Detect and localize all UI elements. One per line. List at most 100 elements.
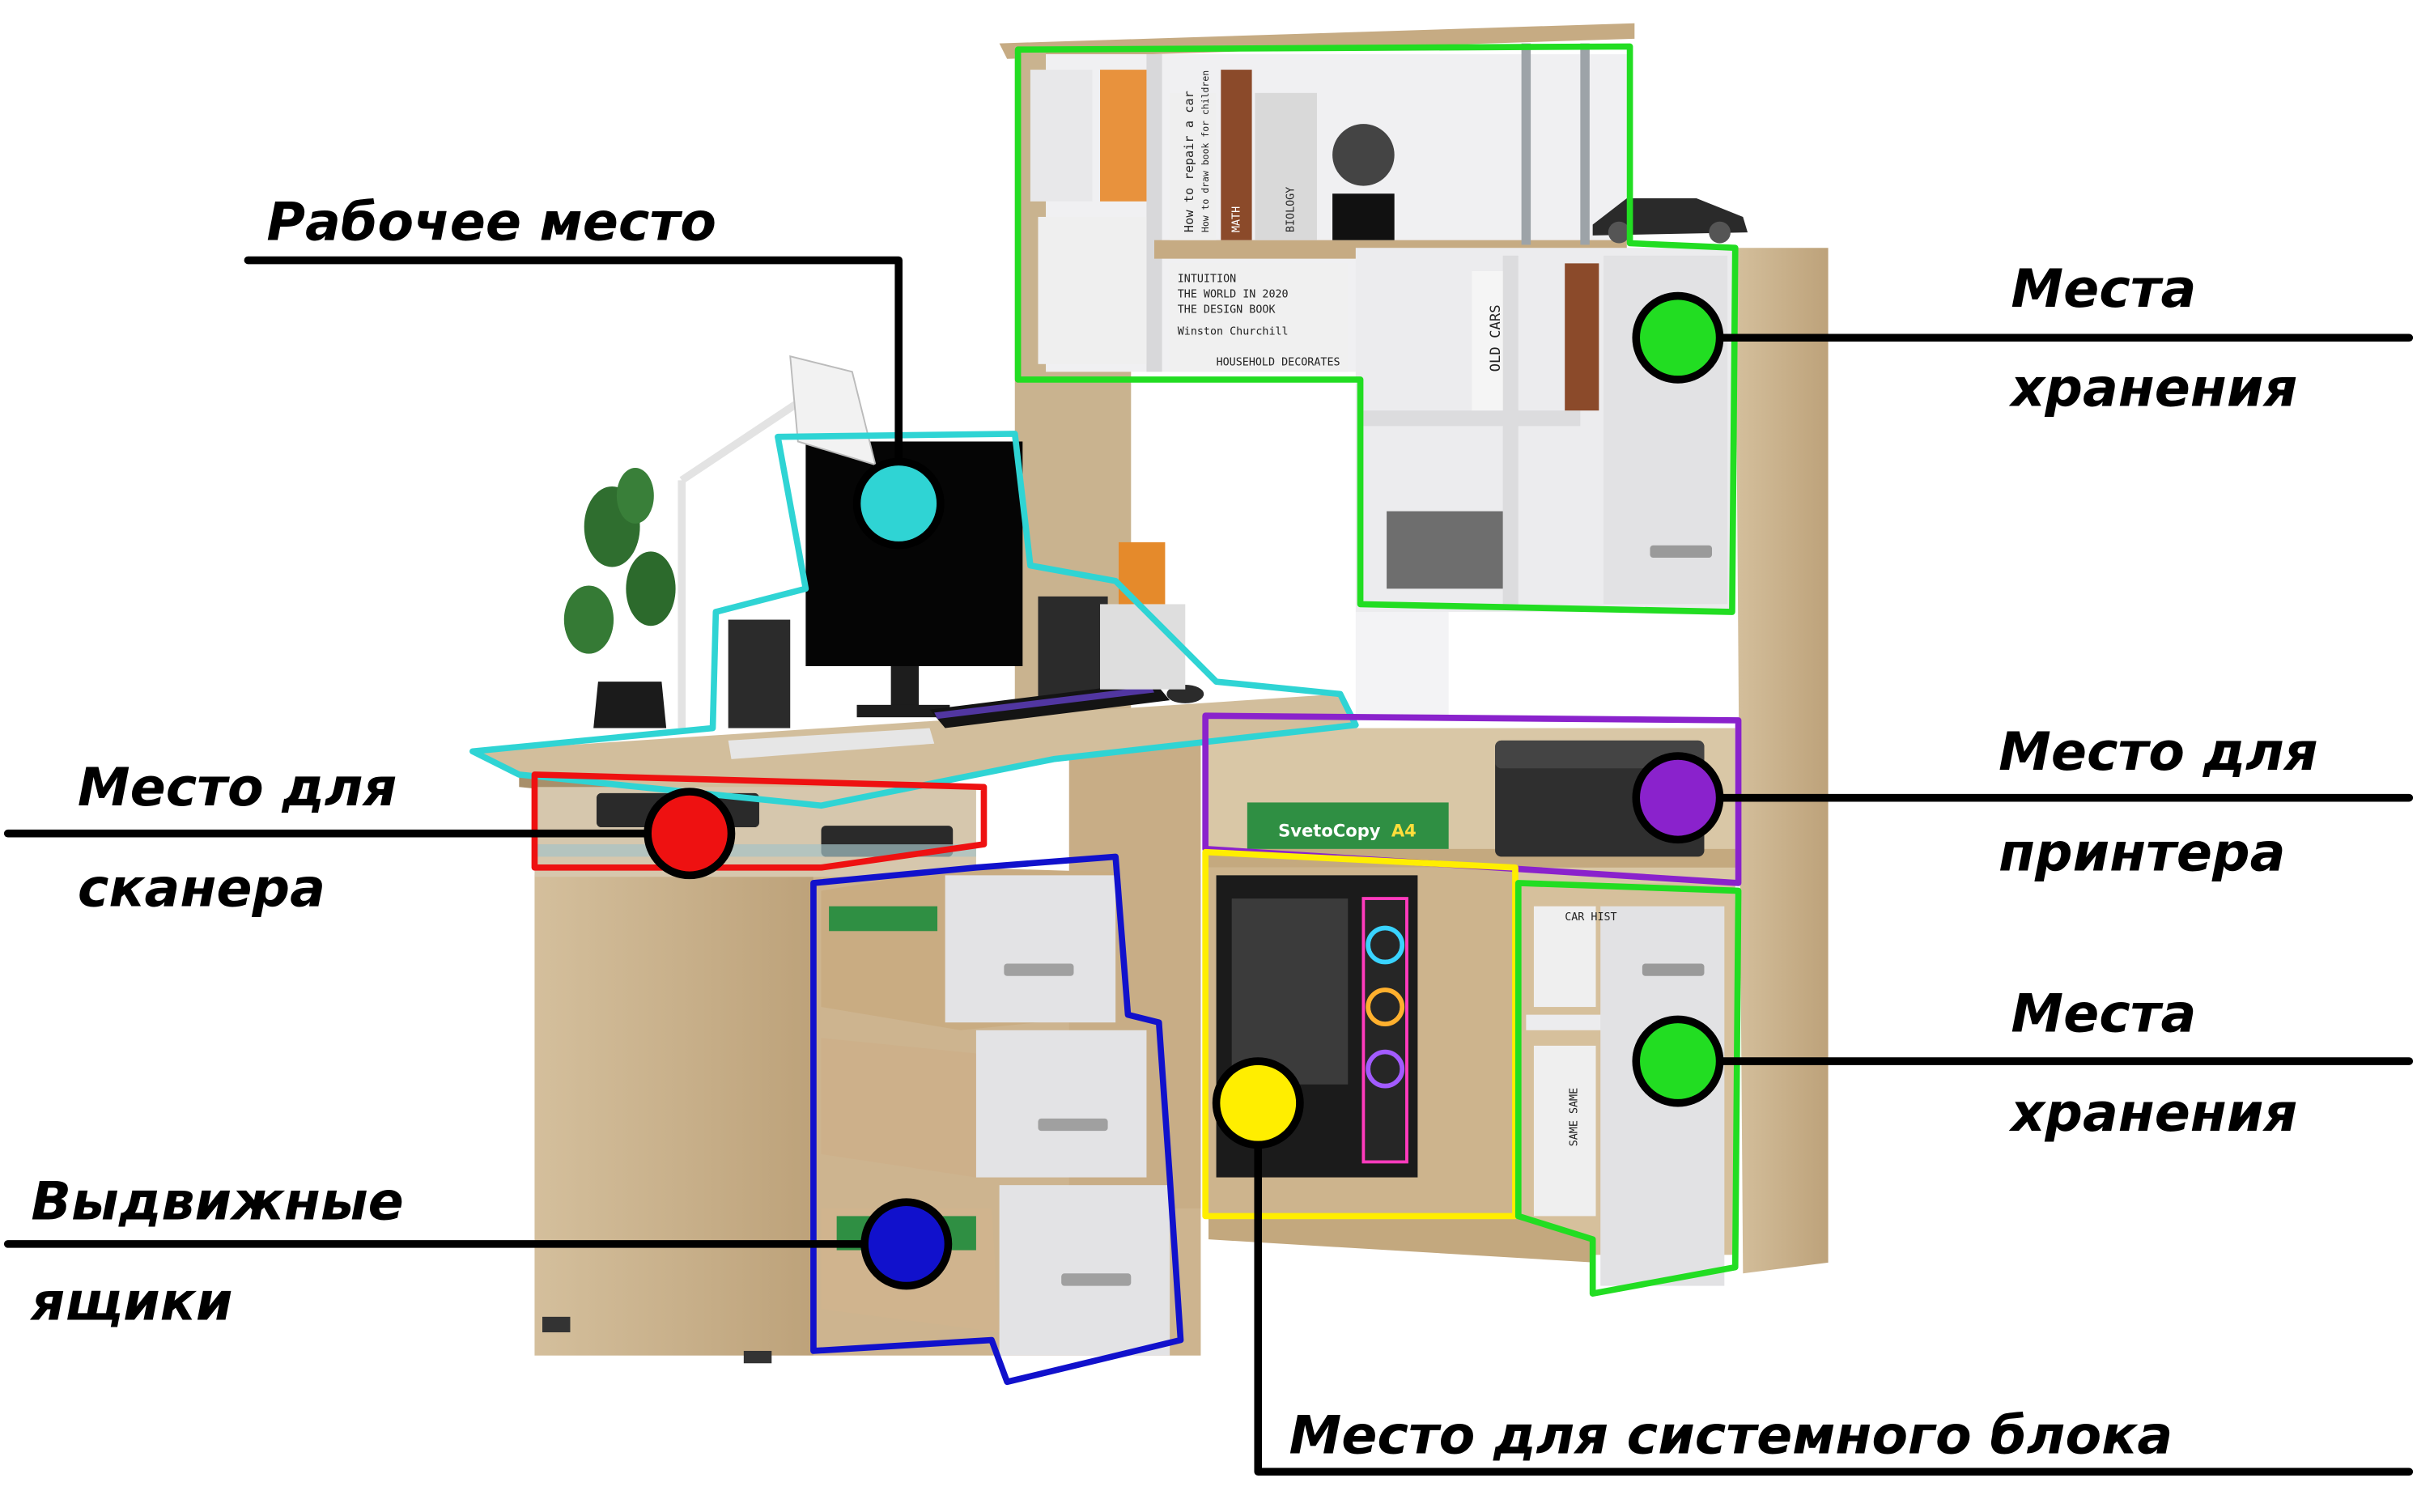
book-spine-text: BIOLOGY xyxy=(1285,187,1297,232)
steel-post xyxy=(1521,43,1531,245)
book-portrait xyxy=(1255,92,1317,240)
book-spine-text: How to draw book for children xyxy=(1200,70,1211,232)
speaker-right xyxy=(1038,596,1108,705)
scanner-marker xyxy=(644,788,736,880)
label-scanner-1: Место для xyxy=(78,758,397,818)
desk-organizer xyxy=(1100,604,1186,690)
lower-shelf-board xyxy=(1526,1014,1604,1030)
label-system-unit: Место для системного блока xyxy=(1289,1405,2173,1466)
label-drawers-2: ящики xyxy=(29,1272,232,1333)
pc-fan xyxy=(1366,1049,1405,1089)
label-storage-bottom-1: Места xyxy=(2011,984,2196,1045)
paper-brand-text: SvetoCopy xyxy=(1278,821,1381,841)
marker-dots xyxy=(644,291,1724,1290)
drawers-outline xyxy=(810,853,1184,1386)
paper-box xyxy=(1247,802,1449,849)
book-stack-text: Winston Churchill xyxy=(1178,325,1289,338)
toy-car-wheel xyxy=(1608,221,1630,244)
pc-window xyxy=(1231,898,1349,1085)
label-drawers-1: Выдвижные xyxy=(31,1171,403,1232)
storage-box xyxy=(1387,511,1503,589)
bottom-plinth xyxy=(1208,1216,1596,1263)
glass-shelf xyxy=(534,844,976,857)
book xyxy=(1565,263,1599,411)
right-side-panel xyxy=(1735,248,1829,1274)
printer-marker xyxy=(1632,752,1724,844)
storage-bottom-outline xyxy=(1514,880,1742,1297)
drawer-2-box xyxy=(821,1038,976,1178)
leader-workspace xyxy=(244,256,903,508)
leader-lines xyxy=(3,256,2414,1476)
book xyxy=(1221,70,1252,240)
plant-leaf xyxy=(616,468,654,524)
label-storage-top-2: хранения xyxy=(2008,358,2297,418)
drawer-1-front xyxy=(945,875,1116,1023)
middle-shelf-board xyxy=(1363,410,1581,427)
desk-foot xyxy=(542,1316,571,1332)
system-unit-marker xyxy=(1212,1057,1304,1149)
label-workspace: Рабочее место xyxy=(266,193,716,253)
connector-panel xyxy=(1355,612,1449,720)
storage-top-outline xyxy=(1014,43,1739,615)
pc-fan xyxy=(1366,987,1405,1026)
book-spine-text: SAME SAME xyxy=(1569,1088,1581,1146)
label-scanner-2: сканера xyxy=(78,859,325,920)
storage-top-marker xyxy=(1632,291,1724,384)
label-storage-bottom-2: хранения xyxy=(2008,1083,2297,1144)
book-spine-text: OLD CARS xyxy=(1488,304,1504,372)
speaker-left xyxy=(728,619,791,728)
pc-rgb-strip xyxy=(1361,897,1408,1164)
steel-post xyxy=(1580,43,1590,245)
paper-size-text: A4 xyxy=(1391,821,1417,841)
monitor-base xyxy=(856,704,950,718)
book-stack-text: HOUSEHOLD DECORATES xyxy=(1217,357,1340,369)
printer-outline xyxy=(1202,712,1742,886)
pc-fan xyxy=(1366,925,1405,965)
labels: Рабочее место Места хранения Место для с… xyxy=(29,193,2317,1467)
workspace-marker xyxy=(852,457,945,550)
middle-divider xyxy=(1502,255,1519,605)
books-lower-left xyxy=(1038,216,1147,364)
label-storage-top-1: Места xyxy=(2011,259,2196,320)
desk-foot xyxy=(743,1350,772,1364)
lamp-base xyxy=(1332,193,1395,240)
book-stack-text: THE DESIGN BOOK xyxy=(1178,304,1276,316)
drawer-3-handle xyxy=(1061,1273,1132,1286)
book-stack-text: THE WORLD IN 2020 xyxy=(1178,288,1289,300)
drawer-2-handle xyxy=(1038,1118,1108,1132)
drawers-marker xyxy=(860,1198,953,1290)
toy-car-wheel xyxy=(1709,221,1731,244)
plant-pot xyxy=(593,682,667,728)
laptop xyxy=(728,728,935,759)
keyboard-rgb xyxy=(934,686,1155,720)
book-stack-text: CAR HIST xyxy=(1565,911,1616,924)
binder-orange xyxy=(1100,70,1147,202)
paper-pack xyxy=(829,906,938,932)
book-stack xyxy=(1170,263,1349,372)
book-spine-text: How to repair a car xyxy=(1182,91,1196,232)
books-lower-right xyxy=(1533,906,1596,1008)
desk-pedestal xyxy=(534,875,813,1356)
lamp-shade xyxy=(789,355,877,466)
plant-leaf xyxy=(626,551,676,626)
top-board xyxy=(999,23,1635,59)
label-printer-2: принтера xyxy=(1999,823,2285,884)
scanner-outline xyxy=(531,771,988,871)
zone-outlines xyxy=(469,43,1742,1386)
upper-door-handle xyxy=(1650,545,1713,559)
drawer-1-handle xyxy=(1004,963,1074,976)
drawer-2-front xyxy=(975,1030,1147,1178)
books-lower-right xyxy=(1533,1045,1596,1217)
book xyxy=(1472,270,1503,411)
book-stack-text: INTUITION xyxy=(1178,273,1236,285)
monitor-stand xyxy=(890,665,920,710)
drawer-3-front xyxy=(999,1185,1170,1356)
book xyxy=(1170,92,1217,240)
lamp-bulb xyxy=(1332,124,1395,186)
upper-divider xyxy=(1146,53,1162,372)
workspace-outline xyxy=(469,431,1359,809)
book-spine-text: MATH xyxy=(1230,206,1242,232)
plant-leaf xyxy=(563,585,614,654)
